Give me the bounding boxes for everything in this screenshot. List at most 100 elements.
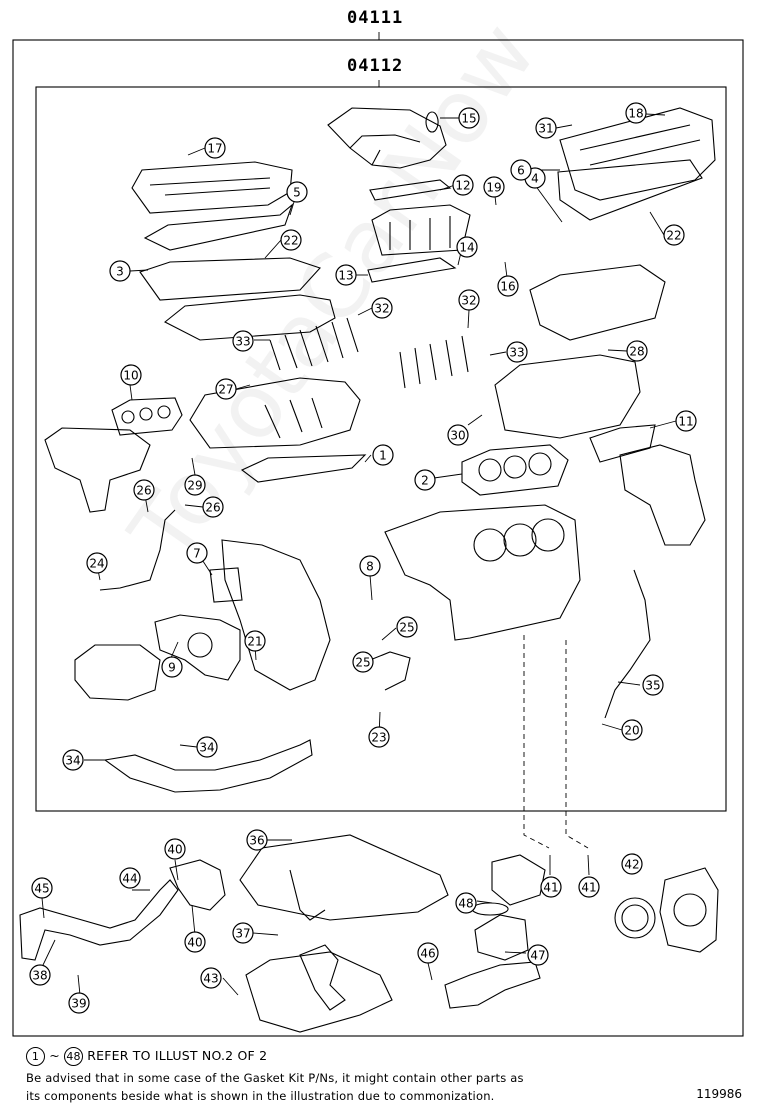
callout-number: 35 xyxy=(645,679,660,693)
callout-46: 46 xyxy=(417,942,439,964)
callout-circle xyxy=(626,340,648,362)
oil-strainer xyxy=(299,944,346,1011)
callout-number: 32 xyxy=(374,302,389,316)
right-exhaust-manifold xyxy=(619,444,706,546)
callout-circle xyxy=(663,224,685,246)
callout-number: 43 xyxy=(203,972,218,986)
callout-26: 26 xyxy=(133,479,155,501)
callout-number: 16 xyxy=(500,280,515,294)
callout-42: 42 xyxy=(621,853,643,875)
callout-circle xyxy=(527,944,549,966)
callout-number: 25 xyxy=(399,621,414,635)
callout-22: 22 xyxy=(663,224,685,246)
intake-manifold-runners xyxy=(371,204,471,256)
water-outlet xyxy=(169,859,226,911)
ref-end-number: 48 xyxy=(64,1047,84,1066)
callout-1: 1 xyxy=(372,444,394,466)
pcv-hose-25 xyxy=(369,651,411,691)
callout-number: 2 xyxy=(421,474,429,488)
callout-circle xyxy=(540,876,562,898)
callout-circle xyxy=(184,931,206,953)
callout-number: 32 xyxy=(461,294,476,308)
callout-number: 23 xyxy=(371,731,386,745)
callout-circle xyxy=(452,174,474,196)
ref-start-number: 1 xyxy=(26,1047,45,1066)
callout-34: 34 xyxy=(62,749,84,771)
kit-outer-frame xyxy=(12,39,744,1037)
oil-pan-upper xyxy=(239,834,449,921)
callout-number: 26 xyxy=(136,484,151,498)
intake-gasket-13 xyxy=(367,257,457,283)
callout-circle xyxy=(396,616,418,638)
callout-number: 34 xyxy=(65,754,80,768)
callout-30: 30 xyxy=(447,424,469,446)
callout-number: 13 xyxy=(338,269,353,283)
callout-3: 3 xyxy=(109,260,131,282)
callout-15: 15 xyxy=(458,107,480,129)
callout-18: 18 xyxy=(625,102,647,124)
valve-cover-gasket-right xyxy=(557,159,703,221)
callout-44: 44 xyxy=(119,867,141,889)
reference-note: 1 ~ 48 REFER TO ILLUST NO.2 OF 2 xyxy=(26,1047,267,1066)
callout-40: 40 xyxy=(184,931,206,953)
callout-17: 17 xyxy=(204,137,226,159)
callout-number: 47 xyxy=(530,949,545,963)
callout-38: 38 xyxy=(29,964,51,986)
callout-circle xyxy=(371,297,393,319)
callout-26: 26 xyxy=(202,496,224,518)
callout-circle xyxy=(200,967,222,989)
kit-inner-number: 04112 xyxy=(347,56,404,76)
kit-inner-frame xyxy=(35,86,727,812)
callout-13: 13 xyxy=(335,264,357,286)
callout-circle xyxy=(621,719,643,741)
callout-circle xyxy=(215,378,237,400)
callout-circle xyxy=(280,229,302,251)
valve-cover-gasket-left xyxy=(143,203,294,251)
left-head-bank xyxy=(163,294,336,341)
callout-number: 15 xyxy=(461,112,476,126)
callout-circle xyxy=(372,444,394,466)
callout-circle xyxy=(120,364,142,386)
callout-number: 29 xyxy=(187,479,202,493)
callout-circle xyxy=(506,341,528,363)
callout-number: 38 xyxy=(32,969,47,983)
callout-circle xyxy=(483,176,505,198)
callout-circle xyxy=(535,117,557,139)
callout-circle xyxy=(286,181,308,203)
callout-25: 25 xyxy=(396,616,418,638)
o-ring-48 xyxy=(471,902,509,916)
callout-number: 8 xyxy=(366,560,374,574)
callout-34: 34 xyxy=(196,736,218,758)
callout-number: 40 xyxy=(167,843,182,857)
callout-circle xyxy=(86,552,108,574)
callout-number: 48 xyxy=(458,897,473,911)
callout-circle xyxy=(184,474,206,496)
callout-circle xyxy=(497,275,519,297)
advice-line-2: its components beside what is shown in t… xyxy=(26,1089,495,1103)
callout-circle xyxy=(352,651,374,673)
callout-number: 11 xyxy=(678,415,693,429)
intake-plenum xyxy=(327,107,447,169)
callout-number: 41 xyxy=(581,881,596,895)
oil-pan-lower xyxy=(245,951,393,1033)
exhaust-manifold-gasket-10 xyxy=(111,397,183,436)
callout-number: 34 xyxy=(199,741,214,755)
callout-circle xyxy=(232,922,254,944)
callout-circle xyxy=(109,260,131,282)
callout-number: 21 xyxy=(247,635,262,649)
ref-separator: ~ xyxy=(49,1048,60,1063)
callout-20: 20 xyxy=(621,719,643,741)
callout-circle xyxy=(68,992,90,1014)
callout-27: 27 xyxy=(215,378,237,400)
callout-number: 39 xyxy=(71,997,86,1011)
callout-circle xyxy=(119,867,141,889)
callout-37: 37 xyxy=(232,922,254,944)
callout-19: 19 xyxy=(483,176,505,198)
callout-circle xyxy=(510,159,532,181)
callout-number: 25 xyxy=(355,656,370,670)
valves-left xyxy=(269,317,359,371)
callout-number: 46 xyxy=(420,947,435,961)
intake-gasket-12 xyxy=(369,179,452,201)
ref-text: REFER TO ILLUST NO.2 OF 2 xyxy=(87,1048,268,1063)
